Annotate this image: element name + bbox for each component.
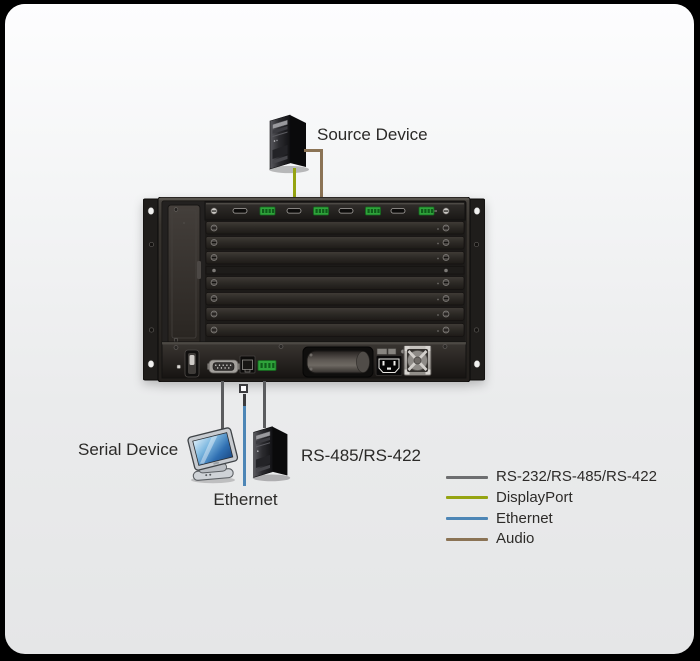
legend-label-ethernet: Ethernet	[496, 509, 553, 527]
source-device-foot	[272, 155, 288, 164]
rs485-device-illustration	[252, 426, 291, 482]
divider-slot	[205, 266, 465, 275]
rs485-device-side	[272, 426, 288, 476]
rs232-cable	[221, 381, 224, 431]
serial-device-screen	[187, 427, 239, 471]
legend-item: Ethernet	[446, 509, 657, 527]
blank-slot-covers	[205, 221, 465, 337]
displayport-port-1	[232, 208, 248, 214]
power-inlet	[375, 355, 403, 376]
io-card-right-screw	[442, 207, 450, 215]
legend-label-audio: Audio	[496, 530, 535, 548]
cooling-fan	[403, 345, 432, 376]
legend-item: DisplayPort	[446, 488, 657, 506]
blank-slot	[205, 251, 465, 265]
source-device-drive-bay	[272, 119, 288, 130]
ethernet-plug-stem	[242, 394, 246, 406]
audio-cable	[320, 149, 323, 211]
rs485-device-drive-bay	[255, 431, 271, 441]
rack-right-bracket	[467, 198, 485, 381]
legend-label-rs232: RS-232/RS-485/RS-422	[496, 468, 657, 485]
blank-slot	[205, 236, 465, 250]
rs485-device-shadow	[252, 474, 291, 482]
rs485-device-label: RS-485/RS-422	[301, 446, 422, 465]
matrix-switch-rear-panel	[143, 197, 485, 382]
diagram-panel: Source Device	[5, 4, 694, 654]
status-led	[176, 364, 181, 369]
source-device-led	[273, 140, 276, 142]
displayport-cable	[292, 168, 296, 211]
displayport-port-3	[338, 208, 354, 214]
source-device-led2	[276, 139, 278, 142]
io-card-left-screw	[210, 207, 218, 215]
legend-label-displayport: DisplayPort	[496, 488, 573, 506]
rj45-ethernet-port	[239, 355, 256, 374]
power-switch	[184, 349, 200, 378]
legend-item: RS-232/RS-485/RS-422	[446, 468, 657, 485]
rack-left-bracket	[143, 198, 161, 381]
rs485-device-bay2	[255, 437, 271, 445]
terminal-block-1	[259, 206, 276, 216]
source-device-bay2	[272, 126, 288, 134]
source-device-trim	[272, 131, 288, 138]
rs485-device-led	[257, 450, 259, 452]
terminal-block-2	[313, 206, 329, 216]
legend-line-rs232	[446, 475, 488, 479]
terminal-block-3	[365, 206, 381, 216]
source-device-label: Source Device	[317, 125, 428, 144]
rs485-cable	[263, 381, 266, 428]
ethernet-label: Ethernet	[213, 490, 278, 509]
source-device-illustration	[269, 114, 309, 174]
rs485-terminal-block	[257, 360, 277, 371]
ethernet-plug-icon	[239, 384, 248, 393]
blank-slot	[205, 221, 465, 235]
audio-cable-horizontal	[304, 149, 323, 152]
rs485-device-foot	[255, 464, 271, 473]
rs485-device-trim	[255, 442, 271, 448]
db9-serial-port	[207, 359, 240, 374]
blank-slot	[205, 276, 465, 290]
ethernet-cable	[242, 406, 246, 486]
rack-bottom-panel	[161, 341, 467, 379]
source-device-shadow	[269, 165, 309, 174]
legend-item: Audio	[446, 530, 657, 548]
rs485-device-vent	[255, 454, 271, 469]
rack-left-module-bay	[163, 202, 205, 347]
legend-line-audio	[446, 537, 488, 541]
blank-slot	[205, 307, 465, 321]
source-device-side	[290, 115, 306, 167]
recessed-handle	[302, 346, 374, 378]
legend-line-displayport	[446, 496, 488, 500]
blank-slot	[205, 292, 465, 306]
terminal-block-4	[418, 206, 435, 216]
legend-line-ethernet	[446, 517, 488, 521]
legend: RS-232/RS-485/RS-422 DisplayPort Etherne…	[446, 468, 657, 548]
displayport-port-4	[390, 208, 406, 214]
serial-device-label: Serial Device	[78, 440, 179, 459]
blank-slot	[205, 323, 465, 337]
displayport-port-2	[286, 208, 302, 214]
serial-device-illustration	[187, 427, 239, 484]
io-card	[204, 201, 466, 221]
source-device-vent	[272, 145, 288, 159]
